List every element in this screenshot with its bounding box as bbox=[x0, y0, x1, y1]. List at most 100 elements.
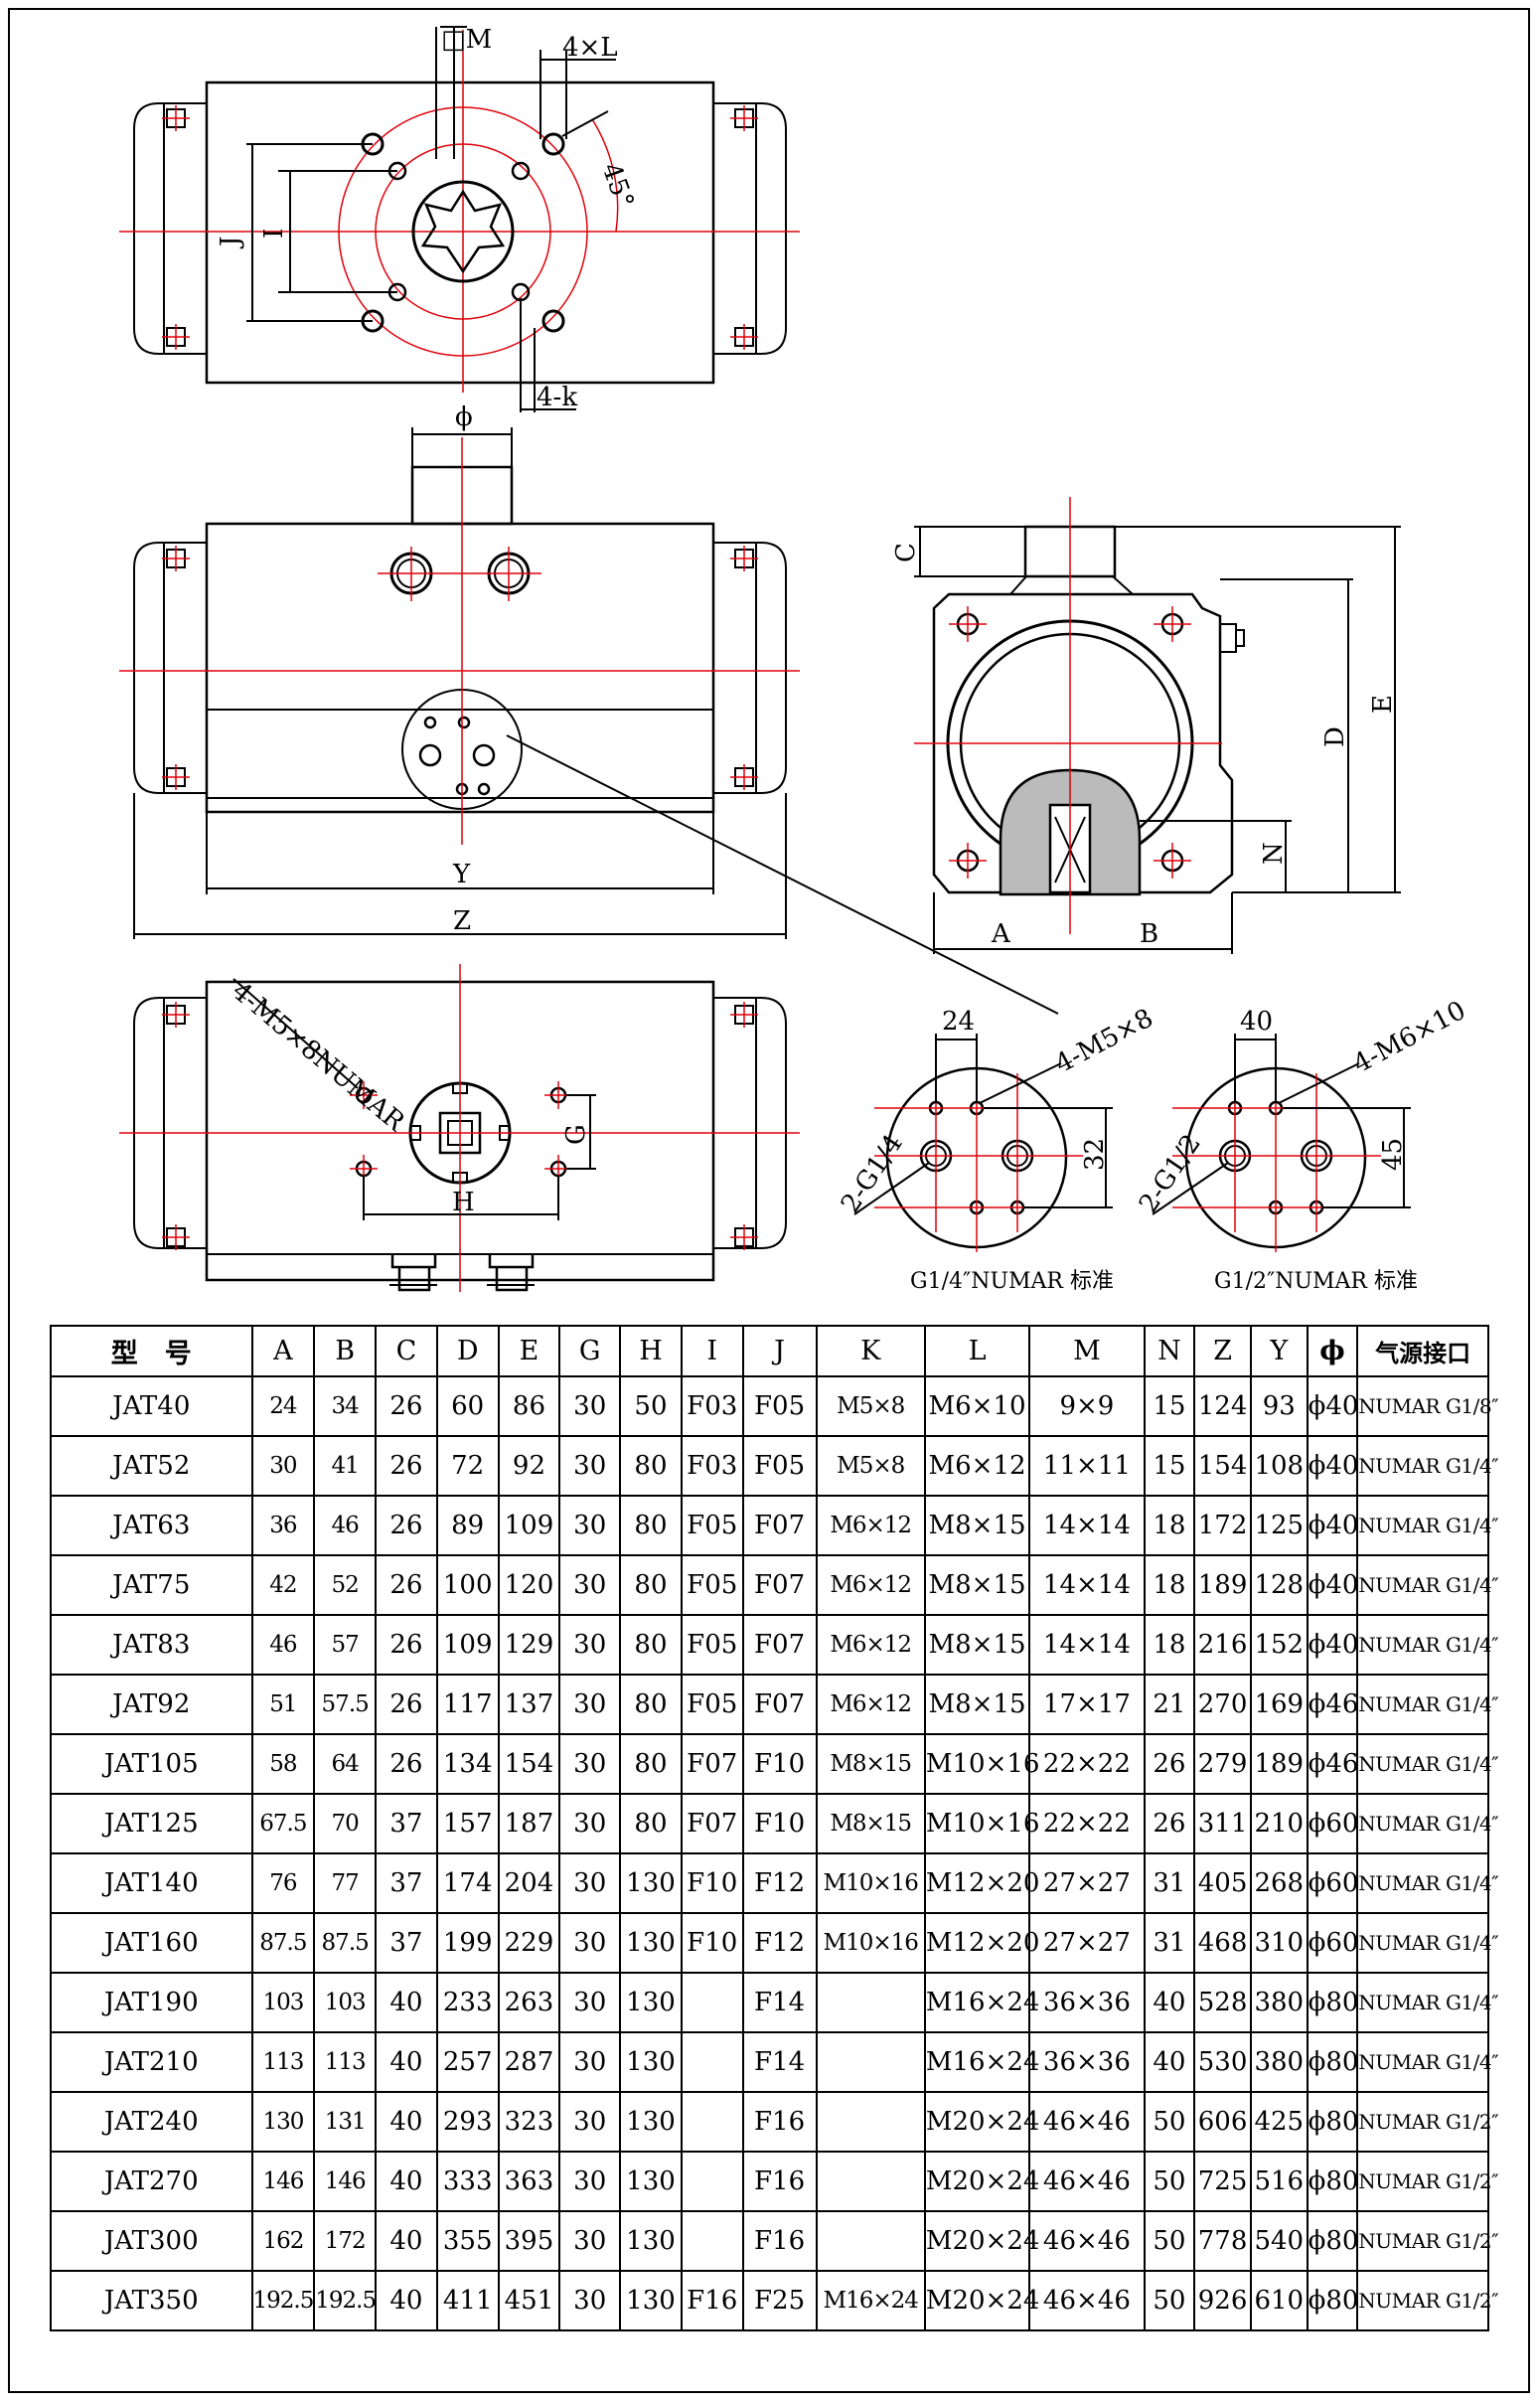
caption-g14: G1/4″NUMAR 标准 bbox=[910, 1269, 1114, 1294]
cell-phi: ϕ80 bbox=[1306, 2270, 1358, 2331]
cell-d: 257 bbox=[435, 2031, 500, 2093]
cell-a: 36 bbox=[250, 1495, 316, 1556]
cell-h: 80 bbox=[619, 1674, 683, 1735]
label-2g12: 2-G1/2 bbox=[1134, 1129, 1207, 1218]
cell-d: 355 bbox=[435, 2210, 500, 2272]
cell-c: 26 bbox=[375, 1554, 438, 1616]
cell-air-port: NUMAR G1/2″ bbox=[1356, 2091, 1499, 2153]
cell-model: JAT125 bbox=[50, 1793, 253, 1854]
cell-m: 36×36 bbox=[1028, 1972, 1146, 2033]
header-d: D bbox=[435, 1325, 500, 1377]
cell-l: M6×12 bbox=[923, 1435, 1031, 1497]
cell-m: 11×11 bbox=[1028, 1435, 1146, 1497]
cell-d: 72 bbox=[435, 1435, 500, 1497]
cell-j: F07 bbox=[741, 1554, 818, 1616]
header-b: B bbox=[313, 1325, 378, 1377]
cell-phi: ϕ46 bbox=[1306, 1733, 1358, 1795]
side-view bbox=[914, 497, 1401, 954]
cell-model: JAT52 bbox=[50, 1435, 253, 1497]
cell-l: M8×15 bbox=[923, 1495, 1031, 1556]
cell-m: 46×46 bbox=[1028, 2151, 1146, 2212]
label-45: 45 bbox=[1378, 1138, 1408, 1171]
cell-air-port: NUMAR G1/2″ bbox=[1356, 2210, 1499, 2272]
cell-k: M16×24 bbox=[815, 2270, 926, 2331]
cell-n: 26 bbox=[1143, 1733, 1196, 1795]
cell-c: 40 bbox=[375, 2151, 438, 2212]
cell-c: 40 bbox=[375, 2091, 438, 2153]
cell-m: 14×14 bbox=[1028, 1554, 1146, 1616]
label-d: D bbox=[1320, 726, 1350, 747]
cell-air-port: NUMAR G1/4″ bbox=[1356, 1972, 1499, 2033]
header-l: L bbox=[923, 1325, 1031, 1377]
cell-y: 108 bbox=[1249, 1435, 1309, 1497]
cell-d: 174 bbox=[435, 1852, 500, 1914]
cell-h: 130 bbox=[619, 2151, 683, 2212]
cell-k bbox=[815, 1972, 926, 2033]
cell-i: F03 bbox=[680, 1375, 744, 1437]
cell-c: 40 bbox=[375, 2031, 438, 2093]
cell-d: 60 bbox=[435, 1375, 500, 1437]
cell-d: 109 bbox=[435, 1614, 500, 1676]
cell-i: F05 bbox=[680, 1554, 744, 1616]
cell-z: 926 bbox=[1193, 2270, 1252, 2331]
cell-y: 169 bbox=[1249, 1674, 1309, 1735]
cell-b: 70 bbox=[313, 1793, 378, 1854]
cell-c: 37 bbox=[375, 1793, 438, 1854]
cell-g: 30 bbox=[558, 1912, 622, 1974]
cell-y: 210 bbox=[1249, 1793, 1309, 1854]
cell-k: M5×8 bbox=[815, 1375, 926, 1437]
header-y: Y bbox=[1249, 1325, 1309, 1377]
cell-z: 270 bbox=[1193, 1674, 1252, 1735]
cell-l: M16×24 bbox=[923, 2031, 1039, 2093]
cell-g: 30 bbox=[558, 1554, 622, 1616]
cell-k: M8×15 bbox=[815, 1793, 926, 1854]
cell-n: 50 bbox=[1143, 2270, 1196, 2331]
cell-j: F05 bbox=[741, 1435, 818, 1497]
cell-j: F10 bbox=[741, 1733, 818, 1795]
cell-d: 199 bbox=[435, 1912, 500, 1974]
front-view bbox=[119, 427, 1059, 1015]
cell-h: 80 bbox=[619, 1554, 683, 1616]
cell-n: 31 bbox=[1143, 1852, 1196, 1914]
cell-e: 287 bbox=[497, 2031, 561, 2093]
cell-h: 130 bbox=[619, 2210, 683, 2272]
cell-b: 34 bbox=[313, 1375, 378, 1437]
cell-g: 30 bbox=[558, 2091, 622, 2153]
cell-air-port: NUMAR G1/2″ bbox=[1356, 2151, 1499, 2212]
cell-k bbox=[815, 2210, 926, 2272]
cell-i bbox=[680, 2031, 744, 2093]
label-2g14: 2-G1/4 bbox=[836, 1129, 909, 1218]
cell-c: 37 bbox=[375, 1912, 438, 1974]
cell-e: 187 bbox=[497, 1793, 561, 1854]
cell-air-port: NUMAR G1/4″ bbox=[1356, 1912, 1499, 1974]
label-h: H bbox=[452, 1188, 475, 1217]
cell-phi: ϕ80 bbox=[1306, 2031, 1358, 2093]
cell-model: JAT190 bbox=[50, 1972, 253, 2033]
cell-h: 130 bbox=[619, 1972, 683, 2033]
cell-air-port: NUMAR G1/4″ bbox=[1356, 1614, 1499, 1676]
cell-k: M6×12 bbox=[815, 1554, 926, 1616]
cell-y: 425 bbox=[1249, 2091, 1309, 2153]
cell-h: 80 bbox=[619, 1733, 683, 1795]
cell-c: 26 bbox=[375, 1435, 438, 1497]
cell-a: 51 bbox=[250, 1674, 316, 1735]
cell-m: 46×46 bbox=[1028, 2210, 1146, 2272]
cell-m: 22×22 bbox=[1028, 1793, 1146, 1854]
cell-i: F03 bbox=[680, 1435, 744, 1497]
cell-j: F16 bbox=[741, 2210, 818, 2272]
cell-j: F07 bbox=[741, 1495, 818, 1556]
cell-m: 36×36 bbox=[1028, 2031, 1146, 2093]
cell-e: 363 bbox=[497, 2151, 561, 2212]
label-b: B bbox=[1140, 919, 1158, 949]
